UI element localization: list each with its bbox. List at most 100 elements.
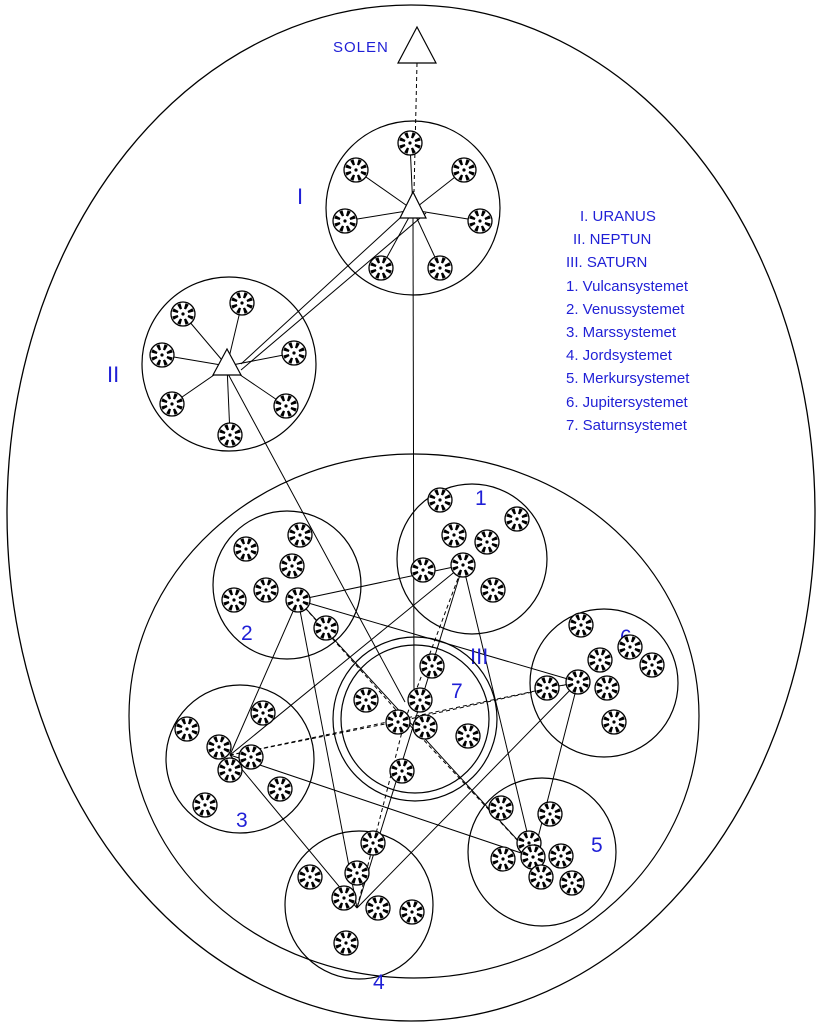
chain-link-line [240, 217, 401, 365]
chain-ii-globe [273, 393, 299, 419]
system-1-globe [474, 529, 500, 555]
system-1-circle [396, 483, 548, 635]
globe-segment [188, 733, 193, 740]
globe-segment [385, 262, 392, 267]
globe-segment [518, 837, 525, 842]
globe-segment [453, 164, 460, 169]
system-6-globe [534, 675, 560, 701]
system-3-globe [250, 700, 276, 726]
globe-segment [295, 357, 300, 364]
globe-segment [413, 901, 418, 908]
globe-segment [491, 543, 498, 548]
globe-segment [355, 694, 362, 699]
globe-segment [462, 740, 467, 747]
globe-segment [286, 570, 291, 577]
globe-segment [484, 215, 491, 220]
globe-segment [476, 536, 483, 541]
globe-segment [156, 359, 161, 366]
globe-segment [615, 726, 620, 733]
globe-segment [624, 636, 629, 643]
globe-segment [576, 877, 583, 882]
system-5-globe [559, 870, 585, 896]
globe-center [308, 875, 312, 879]
globe-center [515, 517, 519, 521]
globe-segment [374, 832, 379, 839]
globe-segment [579, 671, 584, 678]
globe-segment [255, 758, 262, 763]
chain-ii-planet-triangle [211, 347, 243, 376]
legend-item: I. URANUS [580, 208, 656, 225]
globe-segment [187, 308, 194, 313]
globe-segment [495, 812, 500, 819]
globe-segment [267, 579, 272, 586]
globe-segment [304, 866, 309, 873]
globe-segment [582, 676, 589, 681]
globe-segment [426, 716, 431, 723]
globe-segment [619, 641, 626, 646]
globe-segment [401, 906, 408, 911]
system-1-globe [427, 487, 453, 513]
globe-segment [235, 604, 240, 611]
globe-segment [567, 683, 574, 688]
globe-segment [468, 171, 475, 176]
globe-center [462, 168, 466, 172]
system-2-circle [212, 510, 362, 660]
globe-segment [281, 560, 288, 565]
globe-segment [495, 797, 500, 804]
globe-segment [288, 342, 293, 349]
globe-segment [424, 701, 431, 706]
globe-segment [360, 689, 365, 696]
globe-segment [151, 356, 158, 361]
globe-segment [320, 617, 325, 624]
chain-ii-globe [149, 342, 175, 368]
globe-center [296, 598, 300, 602]
globe-segment [387, 723, 394, 728]
globe-segment [274, 793, 279, 800]
globe-segment [484, 222, 491, 227]
globe-segment [603, 716, 610, 721]
globe-segment [550, 850, 557, 855]
globe-segment [346, 867, 353, 872]
globe-segment [382, 902, 389, 907]
globe-segment [236, 292, 241, 299]
globe-segment [582, 629, 587, 636]
globe-center [485, 540, 489, 544]
globe-segment [411, 132, 416, 139]
globe-segment [375, 272, 380, 279]
globe-segment [419, 731, 424, 738]
globe-segment [348, 892, 355, 897]
globe-segment [414, 137, 421, 142]
globe-center [355, 871, 359, 875]
globe-segment [286, 555, 291, 562]
globe-segment [527, 861, 532, 868]
globe-segment [166, 349, 173, 354]
chain-link-line [412, 217, 415, 693]
globe-segment [350, 944, 357, 949]
globe-segment [334, 215, 341, 220]
globe-segment [521, 520, 528, 525]
globe-segment [340, 932, 345, 939]
globe-segment [575, 614, 580, 621]
globe-segment [550, 857, 557, 862]
globe-segment [292, 604, 297, 611]
globe-segment [208, 748, 215, 753]
globe-segment [231, 439, 236, 446]
globe-segment [377, 837, 384, 842]
globe-segment [335, 944, 342, 949]
globe-segment [194, 806, 201, 811]
globe-segment [289, 536, 296, 541]
globe-segment [618, 716, 625, 721]
globe-segment [280, 395, 285, 402]
globe-segment [406, 901, 411, 908]
globe-segment [330, 629, 337, 634]
globe-segment [220, 751, 225, 758]
system-4-globe [344, 860, 370, 886]
system-4-globe [333, 930, 359, 956]
globe-segment [603, 723, 610, 728]
globe-segment [231, 424, 236, 431]
globe-segment [537, 858, 544, 863]
system-link-line [229, 754, 534, 858]
saturn-link-line [404, 719, 534, 858]
globe-center [278, 787, 282, 791]
globe-segment [506, 513, 513, 518]
